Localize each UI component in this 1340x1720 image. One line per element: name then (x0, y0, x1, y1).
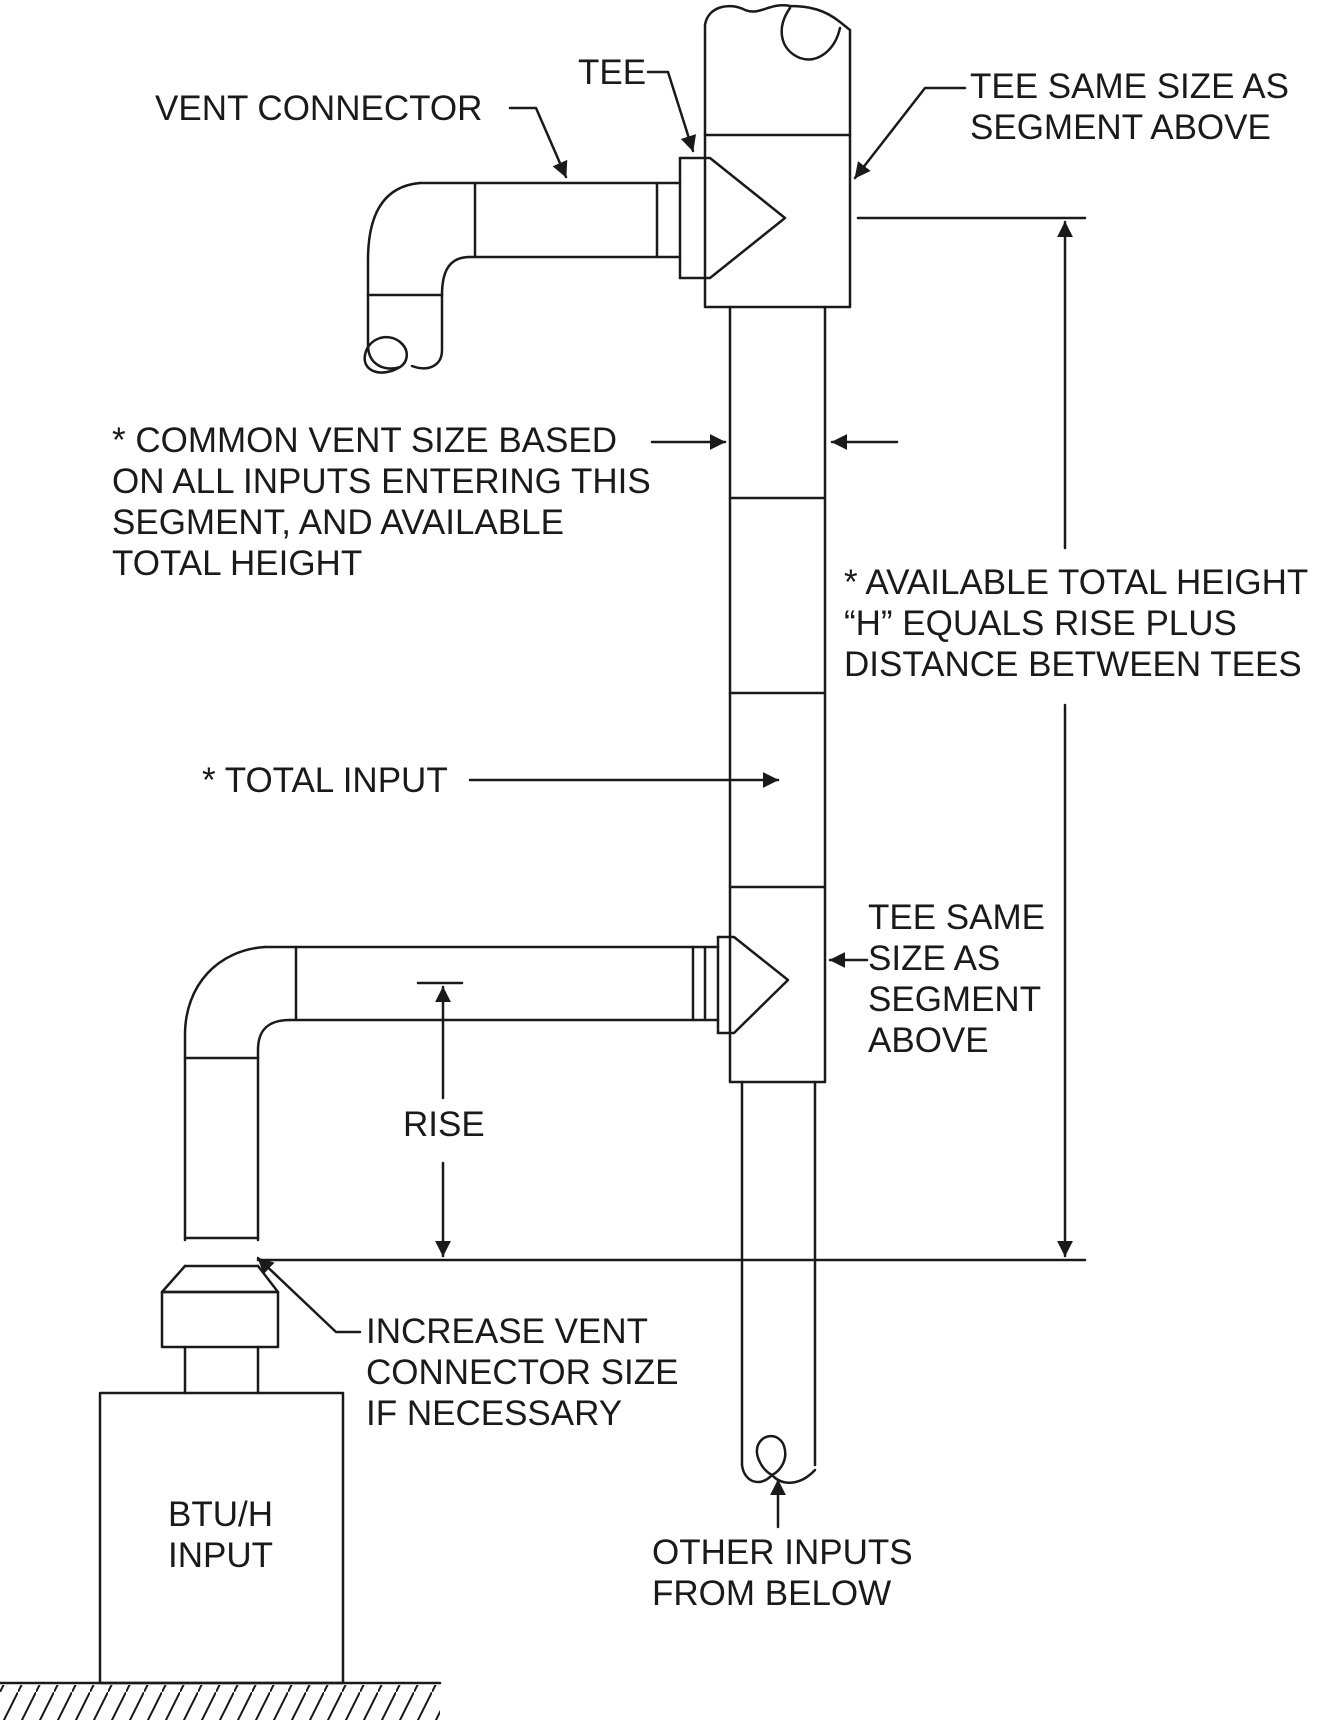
other-inputs-label: OTHER INPUTS FROM BELOW (652, 1532, 913, 1614)
top-tee (678, 133, 852, 309)
common-vent-line: SEGMENT, AND AVAILABLE (112, 503, 564, 542)
tee-same-size-mid-line: SEGMENT (868, 980, 1042, 1019)
available-height-line: * AVAILABLE TOTAL HEIGHT (844, 563, 1309, 602)
available-height-line: “H” EQUALS RISE PLUS (844, 604, 1237, 643)
tee-same-size-mid-label: TEE SAME SIZE AS SEGMENT ABOVE (868, 897, 1045, 1061)
appliance (98, 1290, 345, 1685)
leaders (256, 70, 967, 1529)
other-inputs-line: FROM BELOW (652, 1574, 892, 1613)
tee-same-size-top-label: TEE SAME SIZE AS SEGMENT ABOVE (970, 66, 1289, 148)
common-vent-line: * COMMON VENT SIZE BASED (112, 421, 617, 460)
common-vent-line: ON ALL INPUTS ENTERING THIS (112, 462, 651, 501)
rise-label: RISE (403, 1105, 485, 1144)
other-inputs-line: OTHER INPUTS (652, 1533, 913, 1572)
middle-tee (716, 885, 827, 1084)
total-input-label: * TOTAL INPUT (202, 761, 448, 800)
available-height-line: DISTANCE BETWEEN TEES (844, 645, 1302, 684)
increase-connector-line: CONNECTOR SIZE (366, 1353, 679, 1392)
tee-same-size-mid-line: SIZE AS (868, 939, 1001, 978)
lower-vent-connector (160, 945, 720, 1294)
common-vent-line: TOTAL HEIGHT (112, 544, 363, 583)
appliance-label: BTU/H INPUT (168, 1494, 273, 1576)
height-dimension (256, 216, 1087, 1262)
tee-same-size-mid-line: TEE SAME (868, 898, 1045, 937)
available-height-label: * AVAILABLE TOTAL HEIGHT “H” EQUALS RISE… (844, 562, 1308, 685)
tee-same-size-top-line: SEGMENT ABOVE (970, 108, 1271, 147)
appliance-line: BTU/H (168, 1495, 273, 1534)
vent-connector-label: VENT CONNECTOR (155, 89, 483, 128)
appliance-line: INPUT (168, 1536, 273, 1575)
increase-connector-line: INCREASE VENT (366, 1312, 648, 1351)
top-vent-connector (363, 181, 682, 374)
lower-vent-pipe (740, 1080, 817, 1484)
increase-connector-label: INCREASE VENT CONNECTOR SIZE IF NECESSAR… (366, 1311, 678, 1434)
tee-label: TEE (578, 53, 647, 92)
upper-vent-pipe (703, 4, 852, 137)
floor (0, 1681, 442, 1720)
tee-same-size-top-line: TEE SAME SIZE AS (970, 67, 1289, 106)
common-vent-label: * COMMON VENT SIZE BASED ON ALL INPUTS E… (112, 420, 651, 584)
common-vent-segment (728, 305, 827, 889)
rise-dimension (416, 981, 464, 1258)
tee-same-size-mid-line: ABOVE (868, 1021, 989, 1060)
increase-connector-line: IF NECESSARY (366, 1394, 623, 1433)
